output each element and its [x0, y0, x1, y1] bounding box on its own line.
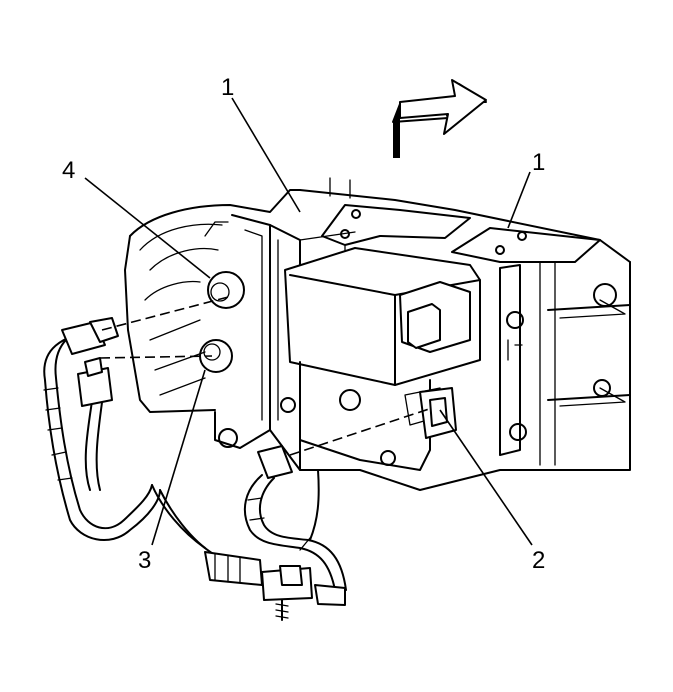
leader-lines: [84, 97, 533, 546]
module-connector: [419, 387, 457, 439]
fender-panel: [124, 189, 301, 449]
direction-arrow-icon: [392, 79, 487, 158]
mounting-bracket-right: [451, 227, 601, 263]
callout-1a: 1: [221, 74, 234, 101]
callout-4: 4: [62, 157, 75, 184]
wiring-harness-right: [243, 445, 347, 621]
callout-1b: 1: [532, 149, 545, 176]
radiator-support: [269, 177, 631, 491]
control-module: [284, 231, 481, 471]
callout-3: 3: [138, 547, 151, 574]
callout-2: 2: [532, 547, 545, 574]
wiring-harness-left: [43, 317, 263, 586]
